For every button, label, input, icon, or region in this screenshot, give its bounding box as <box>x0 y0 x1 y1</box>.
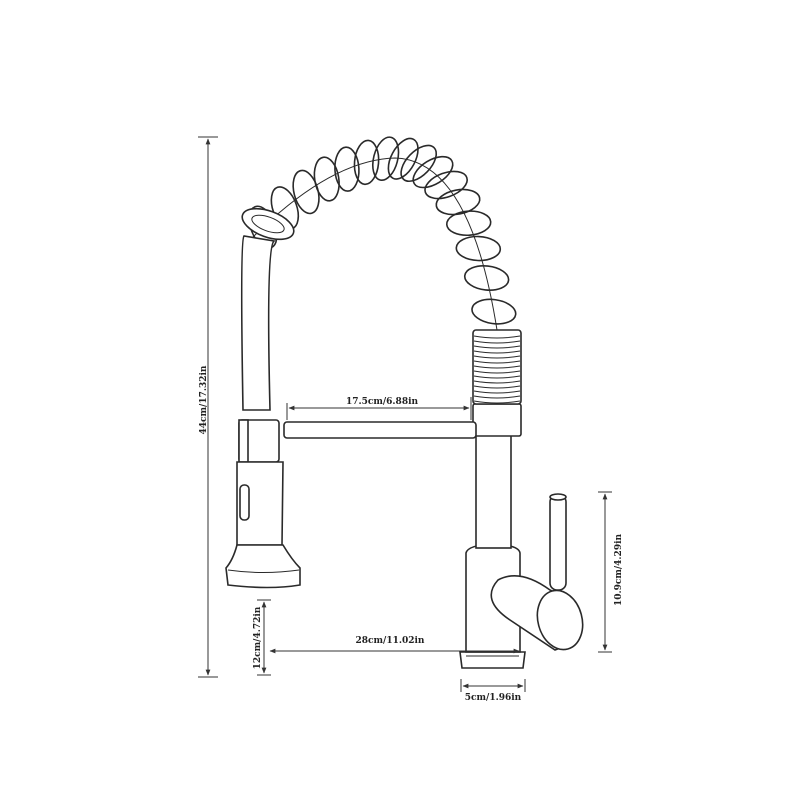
coil-line <box>473 340 521 344</box>
coil-line <box>473 355 521 359</box>
dimension-spout-reach: 17.5cm/6.88in <box>286 397 472 420</box>
spring-coil <box>424 170 468 200</box>
coil-line <box>473 380 521 384</box>
spring-coil <box>353 139 380 186</box>
base-plate <box>459 651 526 669</box>
spout-collar <box>472 403 522 437</box>
lower-coil <box>472 329 522 405</box>
coil-line <box>473 395 521 399</box>
spring-coil <box>445 210 492 237</box>
coil-line <box>473 335 521 339</box>
coil-line <box>473 345 521 349</box>
dimension-spout-reach-label: 17.5cm/6.88in <box>346 397 419 407</box>
dimension-handle-height: 10.9cm/4.29in <box>598 491 624 653</box>
spring-coil <box>372 136 400 181</box>
inner-hose <box>251 157 498 331</box>
coil-line <box>473 360 521 364</box>
spring-coil <box>471 298 517 325</box>
faucet-column <box>475 429 512 549</box>
handle <box>490 493 584 651</box>
coil-line <box>473 385 521 389</box>
sprayer-head <box>225 419 301 589</box>
coil-line <box>473 390 521 394</box>
spring-coil <box>435 188 481 216</box>
dimension-total-height: 44cm/17.32in <box>198 136 218 678</box>
spring-coil <box>412 155 454 189</box>
dimension-base-to-sprayer: 28cm/11.02in <box>269 636 520 654</box>
coil-line <box>473 350 521 354</box>
dimension-handle-height-label: 10.9cm/4.29in <box>614 533 624 606</box>
dimension-sprayer-height-label: 12cm/4.72in <box>253 606 263 669</box>
spring-coil <box>455 235 502 262</box>
dimension-base-diameter-label: 5cm/1.96in <box>465 693 522 703</box>
handle-lever <box>549 494 567 591</box>
spout-arm <box>283 421 477 439</box>
spring-coil <box>400 144 438 182</box>
spring-coil <box>387 137 419 180</box>
hose-clamp-ring <box>241 207 295 241</box>
dimension-sprayer-height: 12cm/4.72in <box>253 599 271 676</box>
coil-line <box>473 365 521 369</box>
dimension-base-to-sprayer-label: 28cm/11.02in <box>356 636 425 646</box>
coil-line <box>473 375 521 379</box>
spring-coil <box>313 156 340 202</box>
spray-button <box>239 484 250 521</box>
coil-line <box>473 370 521 374</box>
sprayer-hose <box>240 235 276 411</box>
spring-arch <box>248 136 517 331</box>
spring-coil <box>463 265 510 291</box>
coil-line <box>473 400 521 404</box>
spring-coil <box>334 146 360 192</box>
dimension-base-diameter: 5cm/1.96in <box>460 679 526 703</box>
dimension-total-height-label: 44cm/17.32in <box>199 365 209 434</box>
